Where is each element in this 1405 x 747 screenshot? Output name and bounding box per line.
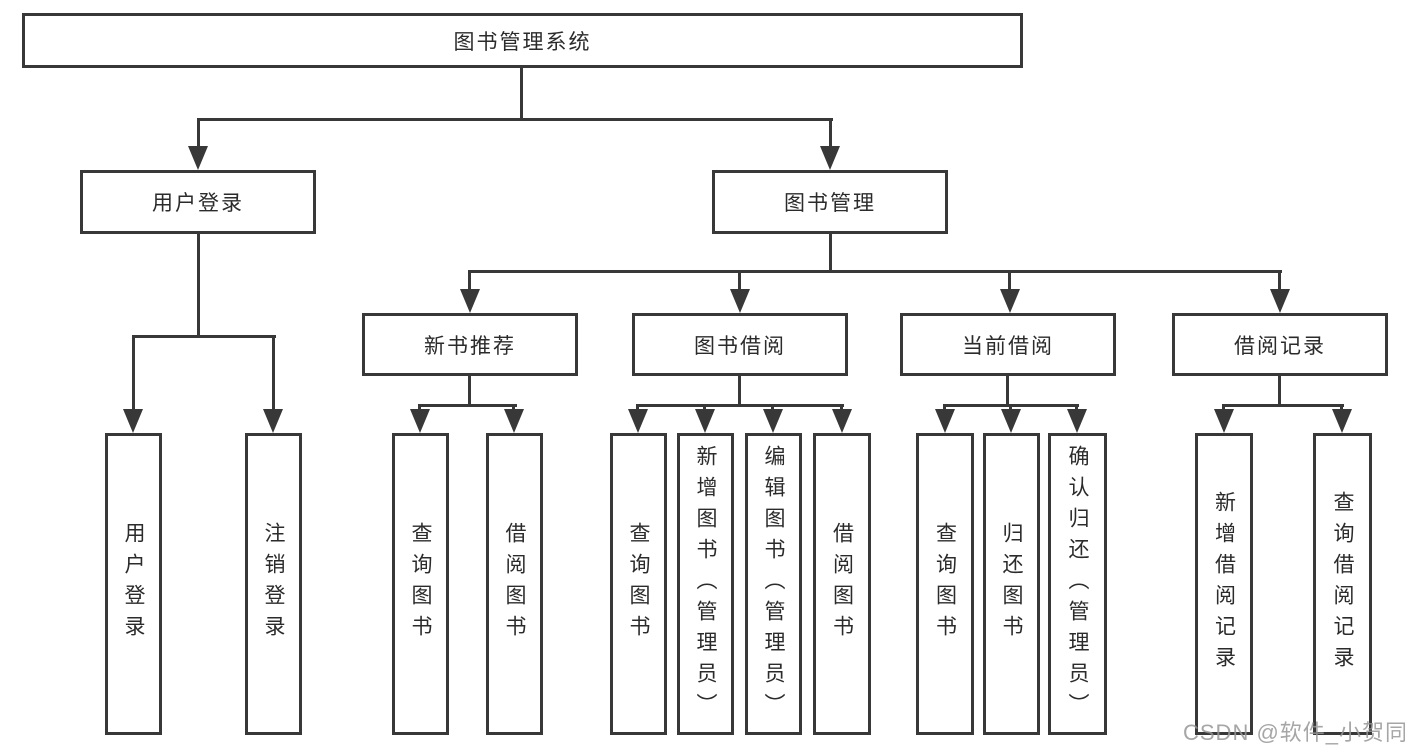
connector-user-login-bar — [132, 335, 276, 338]
node-leaf-current-query: 查询图书 — [916, 433, 974, 735]
node-leaf-newbook-query: 查询图书 — [392, 433, 449, 735]
connector-book-mgmt-bar — [468, 270, 1282, 273]
arrow-down — [263, 409, 283, 433]
connector-new-book-stem — [468, 374, 471, 407]
node-user-login-label: 用户登录 — [152, 192, 244, 215]
connector-book-borrow-stem — [738, 374, 741, 407]
leaf-label: 查询图书 — [409, 522, 432, 646]
arrow-down — [628, 409, 648, 433]
connector-drop-book-mgmt — [829, 118, 832, 149]
node-book-mgmt: 图书管理 — [712, 170, 948, 234]
connector-borrow-record-bar — [1222, 404, 1344, 407]
node-borrow-record: 借阅记录 — [1172, 313, 1388, 376]
leaf-label: 确认归还（管理员） — [1066, 444, 1089, 724]
arrow-down — [1067, 409, 1087, 433]
node-borrow-record-label: 借阅记录 — [1234, 334, 1326, 358]
connector-drop — [512, 404, 515, 412]
leaf-label: 借阅图书 — [830, 522, 854, 646]
connector-root-stem — [520, 68, 523, 121]
csdn-watermark: CSDN @软件_小贺同学 — [1183, 720, 1405, 745]
node-new-book: 新书推荐 — [362, 313, 578, 376]
leaf-label: 归还图书 — [1000, 522, 1023, 646]
connector-user-login-stem — [197, 233, 200, 337]
leaf-label: 查询图书 — [627, 522, 650, 646]
connector-drop — [1009, 404, 1012, 412]
connector-book-mgmt-stem — [829, 233, 832, 273]
node-new-book-label: 新书推荐 — [424, 334, 516, 358]
arrow-down — [1332, 409, 1352, 433]
node-leaf-borrow-borrow: 借阅图书 — [813, 433, 871, 735]
connector-drop — [1008, 270, 1011, 291]
arrow-down — [1270, 289, 1290, 313]
connector-drop — [272, 335, 275, 411]
connector-drop — [943, 404, 946, 412]
node-leaf-current-confirm: 确认归还（管理员） — [1048, 433, 1107, 735]
connector-drop — [738, 270, 741, 291]
node-book-borrow: 图书借阅 — [632, 313, 848, 376]
arrow-down — [820, 146, 840, 170]
connector-drop — [1340, 404, 1343, 412]
node-leaf-current-return: 归还图书 — [983, 433, 1040, 735]
node-book-borrow-label: 图书借阅 — [694, 334, 786, 358]
connector-drop — [771, 404, 774, 412]
arrow-down — [1000, 289, 1020, 313]
arrow-down — [460, 289, 480, 313]
arrow-down — [188, 146, 208, 170]
node-root: 图书管理系统 — [22, 13, 1023, 68]
node-book-mgmt-label: 图书管理 — [784, 192, 876, 215]
arrow-down — [832, 409, 852, 433]
node-user-login: 用户登录 — [80, 170, 316, 234]
connector-drop — [1222, 404, 1225, 412]
node-leaf-user-login: 用户登录 — [105, 433, 162, 735]
node-leaf-newbook-borrow: 借阅图书 — [486, 433, 543, 735]
connector-drop — [132, 335, 135, 411]
leaf-label: 注销登录 — [262, 522, 285, 646]
arrow-down — [123, 409, 143, 433]
arrow-down — [1001, 409, 1021, 433]
arrow-down — [935, 409, 955, 433]
arrow-down — [730, 289, 750, 313]
node-leaf-borrow-query: 查询图书 — [610, 433, 667, 735]
connector-drop — [636, 404, 639, 412]
leaf-label: 借阅图书 — [503, 522, 526, 646]
connector-root-bar — [197, 118, 833, 121]
leaf-label: 查询借阅记录 — [1331, 491, 1354, 677]
connector-book-borrow-bar — [636, 404, 844, 407]
arrow-down — [1214, 409, 1234, 433]
leaf-label: 查询图书 — [933, 522, 957, 646]
leaf-label: 新增图书（管理员） — [694, 444, 717, 724]
connector-current-borrow-stem — [1006, 374, 1009, 407]
node-leaf-record-add: 新增借阅记录 — [1195, 433, 1253, 735]
arrow-down — [410, 409, 430, 433]
connector-drop-user-login — [197, 118, 200, 149]
node-leaf-logout: 注销登录 — [245, 433, 302, 735]
connector-drop — [840, 404, 843, 412]
node-current-borrow: 当前借阅 — [900, 313, 1116, 376]
connector-drop — [703, 404, 706, 412]
connector-new-book-bar — [418, 404, 517, 407]
connector-borrow-record-stem — [1278, 374, 1281, 407]
leaf-label: 编辑图书（管理员） — [762, 444, 785, 724]
arrow-down — [504, 409, 524, 433]
arrow-down — [763, 409, 783, 433]
leaf-label: 用户登录 — [122, 522, 145, 646]
leaf-label: 新增借阅记录 — [1212, 491, 1236, 677]
connector-drop — [418, 404, 421, 412]
node-leaf-record-query: 查询借阅记录 — [1313, 433, 1372, 735]
arrow-down — [695, 409, 715, 433]
node-root-label: 图书管理系统 — [453, 30, 592, 54]
connector-drop — [1075, 404, 1078, 412]
node-leaf-borrow-edit: 编辑图书（管理员） — [745, 433, 802, 735]
node-leaf-borrow-add: 新增图书（管理员） — [677, 433, 734, 735]
connector-drop — [468, 270, 471, 291]
node-current-borrow-label: 当前借阅 — [962, 334, 1054, 358]
connector-drop — [1278, 270, 1281, 291]
